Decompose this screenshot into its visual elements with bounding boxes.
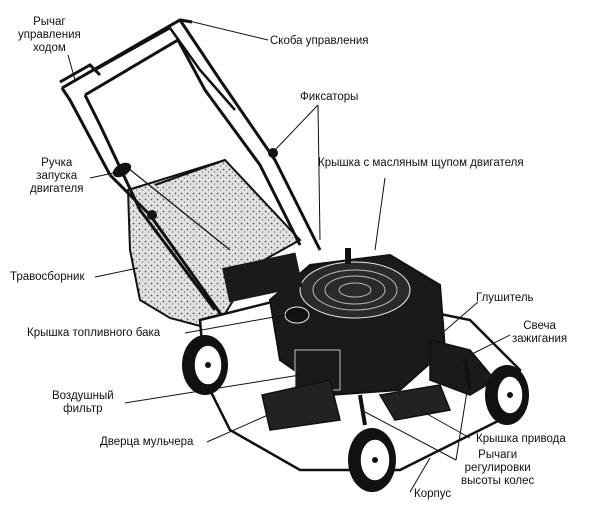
label-starter-handle: Ручка запуска двигателя (30, 157, 83, 196)
latch-knob-2 (147, 210, 157, 220)
label-starter-line3: двигателя (30, 183, 84, 195)
drive-lever (59, 63, 102, 84)
label-air-filter: Воздушный фильтр (52, 390, 114, 416)
grass-bag-rim (154, 159, 226, 186)
label-height-levers: Рычаги регулировки высоты колес (461, 449, 534, 488)
wheel-front-left (348, 428, 396, 492)
control-bail (94, 26, 236, 111)
fuel-cap (284, 306, 310, 324)
height-lever-2 (463, 359, 472, 391)
label-spark-line2: зажигания (512, 333, 568, 345)
label-drive-cover: Крышка привода (476, 433, 566, 445)
leader-lines (67, 19, 511, 493)
label-latches: Фиксаторы (300, 91, 359, 103)
wheel-rear-left (182, 335, 228, 395)
label-spark-line1: Свеча (523, 320, 556, 332)
rear-chute (222, 252, 303, 303)
label-height-line2: регулировки (464, 462, 531, 474)
drive-cover (378, 384, 452, 421)
label-grass-bag: Травосборник (10, 271, 85, 283)
label-drive-lever-line2: управления (18, 29, 81, 41)
starter-handle (112, 162, 231, 251)
label-air-filter-line2: фильтр (63, 403, 103, 415)
muffler (429, 339, 497, 396)
latch-knob-1 (268, 148, 278, 158)
label-height-line3: высоты колес (461, 475, 535, 487)
label-deck: Корпус (414, 488, 452, 500)
label-oil-cap: Крышка с масляным щупом двигателя (318, 157, 524, 169)
engine-shroud (299, 261, 411, 319)
label-starter-line1: Ручка (41, 157, 73, 169)
mulch-door (261, 379, 341, 431)
label-fuel-cap: Крышка топливного бака (27, 327, 161, 339)
wheel-front-right (485, 365, 529, 425)
label-mulch-door: Дверца мульчера (100, 436, 194, 448)
label-drive-lever-line1: Рычаг (33, 16, 66, 28)
label-starter-line2: запуска (36, 170, 78, 182)
height-lever-1 (358, 394, 367, 426)
label-height-line1: Рычаги (478, 449, 518, 461)
engine-fins (312, 269, 398, 311)
label-control-handle: Скоба управления (270, 35, 369, 47)
label-drive-lever: Рычаг управления ходом (18, 16, 81, 55)
label-muffler: Глушитель (476, 292, 534, 304)
oil-cap (345, 248, 351, 264)
label-air-filter-line1: Воздушный (52, 390, 114, 402)
label-drive-lever-line3: ходом (32, 42, 66, 54)
label-spark-plug: Свеча зажигания (512, 320, 567, 346)
